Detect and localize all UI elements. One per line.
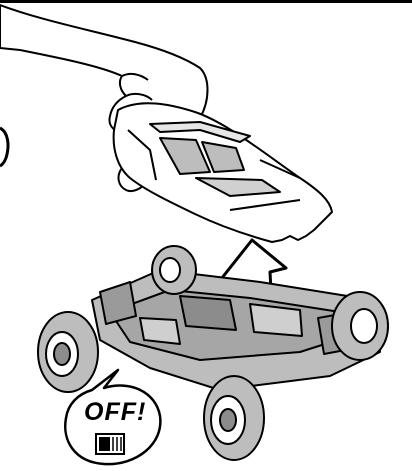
wheel-front-right bbox=[332, 292, 388, 360]
off-label: OFF! bbox=[84, 398, 146, 427]
wheel-front-left bbox=[204, 376, 264, 460]
edge-marker bbox=[0, 128, 8, 166]
wheel-rear-left bbox=[38, 312, 98, 392]
rc-body-shell-icon bbox=[114, 103, 332, 242]
wheel-rear-right bbox=[152, 246, 196, 294]
power-switch-off-icon bbox=[96, 434, 124, 454]
